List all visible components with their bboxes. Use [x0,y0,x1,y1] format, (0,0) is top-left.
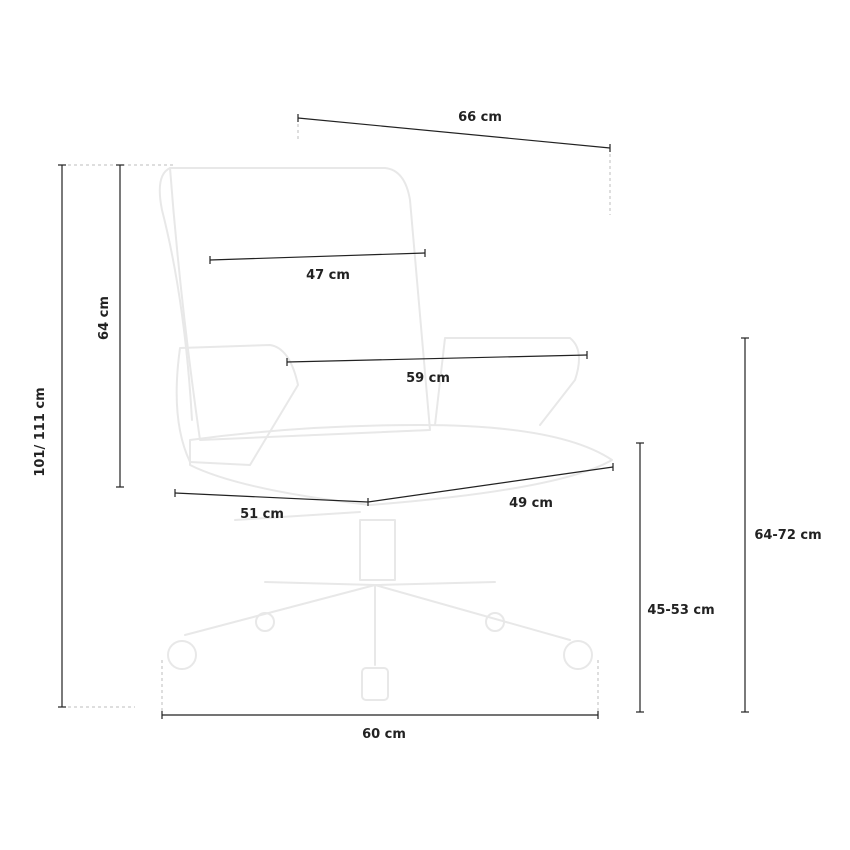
label-seat-depth: 51 cm [240,507,284,522]
backrest-side [158,167,193,421]
label-backrest-width: 47 cm [306,268,350,283]
label-seat-width: 49 cm [509,496,553,511]
backrest-outline [169,167,431,441]
caster-right [563,640,593,670]
caster-left [167,640,197,670]
label-total-height: 101/ 111 cm [33,387,48,476]
dimension-labels: 66 cm 47 cm 64 cm 59 cm 101/ 111 cm 51 c… [33,110,822,742]
dimension-lines [58,114,749,719]
seat-outline [189,424,613,506]
right-armrest [434,337,580,426]
guide-lines [62,118,611,715]
dim-line-51 [174,492,369,503]
label-armrest-width: 59 cm [406,371,450,386]
base-star [184,581,571,666]
label-backrest-height: 64 cm [97,296,112,340]
dim-line-66 [297,117,611,149]
caster-rear-left [255,612,275,632]
gas-lift [359,519,396,581]
label-armrest-height: 64-72 cm [754,528,821,543]
caster-rear-right [485,612,505,632]
chair-outline [158,167,613,701]
dim-line-59 [286,354,588,363]
tilt-lever [234,511,361,521]
caster-front [361,667,389,701]
dim-line-47 [209,252,426,261]
label-base-width: 60 cm [362,727,406,742]
label-seat-height: 45-53 cm [647,603,714,618]
dim-line-49 [367,466,614,503]
label-top-width: 66 cm [458,110,502,125]
